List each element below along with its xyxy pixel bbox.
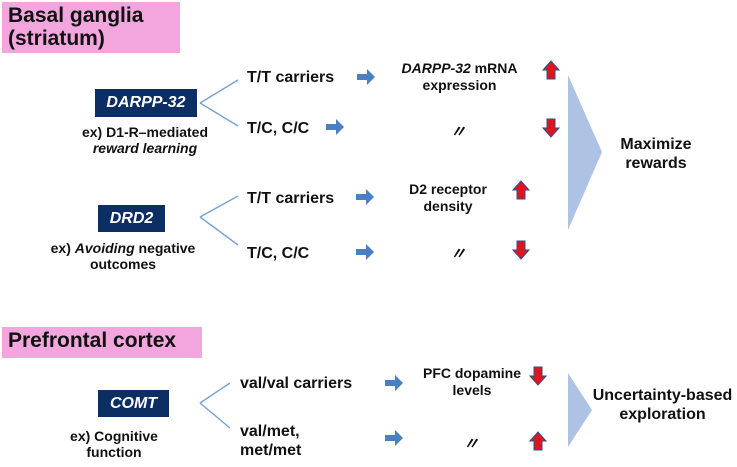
- comt-effect-ditto: 〃: [463, 436, 480, 453]
- branch-line-drd2-down: [199, 216, 239, 246]
- drd2-example-line2: outcomes: [89, 256, 157, 272]
- gene-comt-label: COMT: [98, 390, 169, 417]
- comt-effect-line2: levels: [452, 382, 492, 398]
- drd2-effect-ditto: 〃: [450, 246, 467, 263]
- right-arrow-icon: [356, 189, 374, 205]
- outcome-maximize-rewards: Maximize rewards: [606, 135, 706, 173]
- outcome-basal-line1: Maximize: [620, 136, 692, 153]
- darpp32-genotype-tc-cc: T/C, C/C: [247, 120, 310, 137]
- comt-genotype-line1: val/met,: [240, 423, 300, 440]
- comt-example: ex) Cognitive function: [54, 428, 174, 460]
- right-arrow-icon: [385, 430, 403, 446]
- drd2-genotype-tt: T/T carriers: [247, 190, 335, 207]
- right-arrow-icon: [356, 244, 374, 260]
- outcome-uncertainty-exploration: Uncertainty-based exploration: [590, 386, 735, 424]
- region-basal-ganglia-line2: (striatum): [8, 27, 105, 50]
- branch-line-darpp32-down: [199, 102, 239, 127]
- comt-genotype-line2: met/met: [240, 442, 302, 459]
- funnel-basal: [568, 75, 602, 230]
- outcome-basal-line2: rewards: [625, 155, 687, 172]
- drd2-example-prefix: ex): [50, 240, 71, 256]
- outcome-prefrontal-line2: exploration: [619, 406, 706, 423]
- up-arrow-icon: [528, 431, 548, 451]
- darpp32-example-line2: reward learning: [92, 140, 198, 156]
- right-arrow-icon: [326, 119, 344, 135]
- darpp32-effect-gene: DARPP-32: [401, 60, 471, 76]
- drd2-effect-tt: D2 receptor density: [393, 181, 503, 215]
- region-prefrontal-cortex: Prefrontal cortex: [2, 327, 202, 358]
- darpp32-example-line1: ex) D1-R–mediated: [81, 124, 209, 140]
- up-arrow-icon: [541, 60, 561, 80]
- comt-example-line1: ex) Cognitive: [70, 428, 158, 444]
- branch-line-darpp32-up: [199, 79, 239, 104]
- region-prefrontal-label: Prefrontal cortex: [8, 329, 177, 352]
- drd2-example: ex) Avoiding negative outcomes: [30, 240, 216, 272]
- branch-line-comt-up: [199, 382, 231, 404]
- comt-example-line2: function: [86, 444, 142, 460]
- down-arrow-icon: [541, 118, 561, 138]
- branch-line-drd2-up: [199, 195, 239, 218]
- gene-darpp32-label: DARPP-32: [95, 89, 197, 117]
- right-arrow-icon: [357, 69, 375, 85]
- funnel-prefrontal: [568, 373, 592, 447]
- darpp32-genotype-tt: T/T carriers: [247, 69, 335, 86]
- region-basal-ganglia: Basal ganglia (striatum): [2, 2, 180, 53]
- right-arrow-icon: [385, 375, 403, 391]
- down-arrow-icon: [528, 366, 548, 386]
- drd2-effect-line2: density: [423, 198, 473, 214]
- darpp32-effect-tt: DARPP-32 mRNA expression: [382, 60, 537, 94]
- drd2-example-italic: Avoiding: [74, 240, 135, 256]
- comt-effect-valval: PFC dopamine levels: [412, 365, 532, 399]
- darpp32-effect-line2: expression: [422, 77, 497, 93]
- darpp32-effect-rest: mRNA: [470, 60, 518, 76]
- comt-genotype-valval: val/val carriers: [240, 375, 353, 392]
- comt-genotype-valmet-metmet: val/met, met/met: [240, 422, 301, 460]
- region-basal-ganglia-line1: Basal ganglia: [8, 4, 144, 27]
- outcome-prefrontal-line1: Uncertainty-based: [592, 387, 733, 404]
- gene-drd2-label: DRD2: [98, 205, 165, 232]
- up-arrow-icon: [511, 180, 531, 200]
- drd2-example-rest: negative: [134, 240, 196, 256]
- comt-effect-line1: PFC dopamine: [422, 365, 521, 381]
- drd2-genotype-tc-cc: T/C, C/C: [247, 245, 310, 262]
- darpp32-example: ex) D1-R–mediated reward learning: [52, 124, 238, 156]
- drd2-effect-line1: D2 receptor: [409, 181, 487, 197]
- branch-line-comt-down: [199, 402, 231, 429]
- down-arrow-icon: [511, 240, 531, 260]
- darpp32-effect-ditto: 〃: [450, 124, 467, 141]
